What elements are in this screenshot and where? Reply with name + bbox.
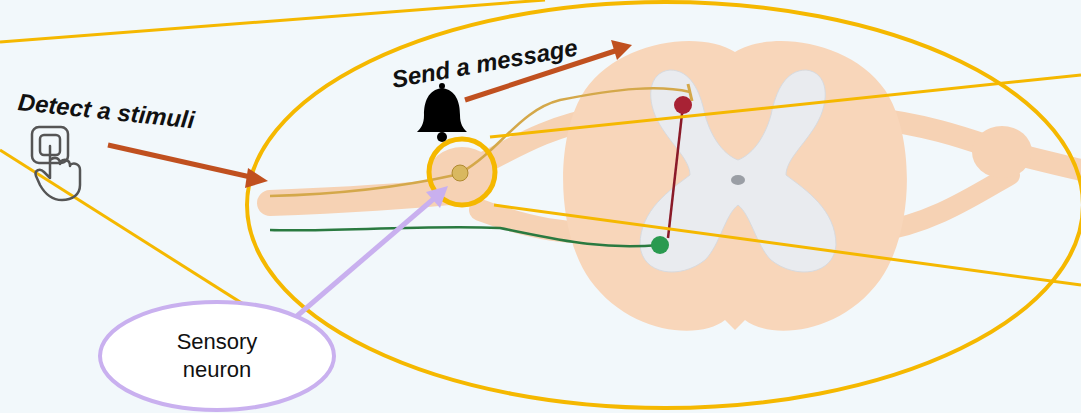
arrow-head: [426, 186, 448, 208]
interneuron-cell-body: [674, 96, 692, 114]
gray-matter: [640, 70, 836, 272]
white-matter: [563, 41, 907, 331]
arrow-head: [245, 168, 268, 188]
bell-icon: [417, 83, 467, 142]
interneuron-axon: [668, 105, 683, 238]
zoom-line: [490, 75, 1081, 137]
node-text: Sensory neuron: [157, 328, 277, 384]
pointer-arrow: [290, 196, 437, 322]
arrow-head: [611, 40, 632, 60]
zoom-line: [0, 0, 545, 42]
stimulus-arrow: [108, 145, 255, 178]
ellipse-outline: [98, 300, 336, 412]
motor-axon: [270, 227, 660, 246]
central-canal: [731, 175, 745, 185]
dorsal-root-ganglion: [972, 126, 1032, 178]
zoom-ellipse: [247, 2, 1081, 408]
touch-icon: [32, 127, 80, 200]
zoom-line: [494, 205, 1081, 285]
sensory-neuron-ellipse: Sensory neuron: [98, 300, 336, 412]
motor-cell-body: [651, 236, 669, 254]
sensory-axon: [462, 88, 690, 172]
sensory-cell-body: [452, 165, 468, 181]
